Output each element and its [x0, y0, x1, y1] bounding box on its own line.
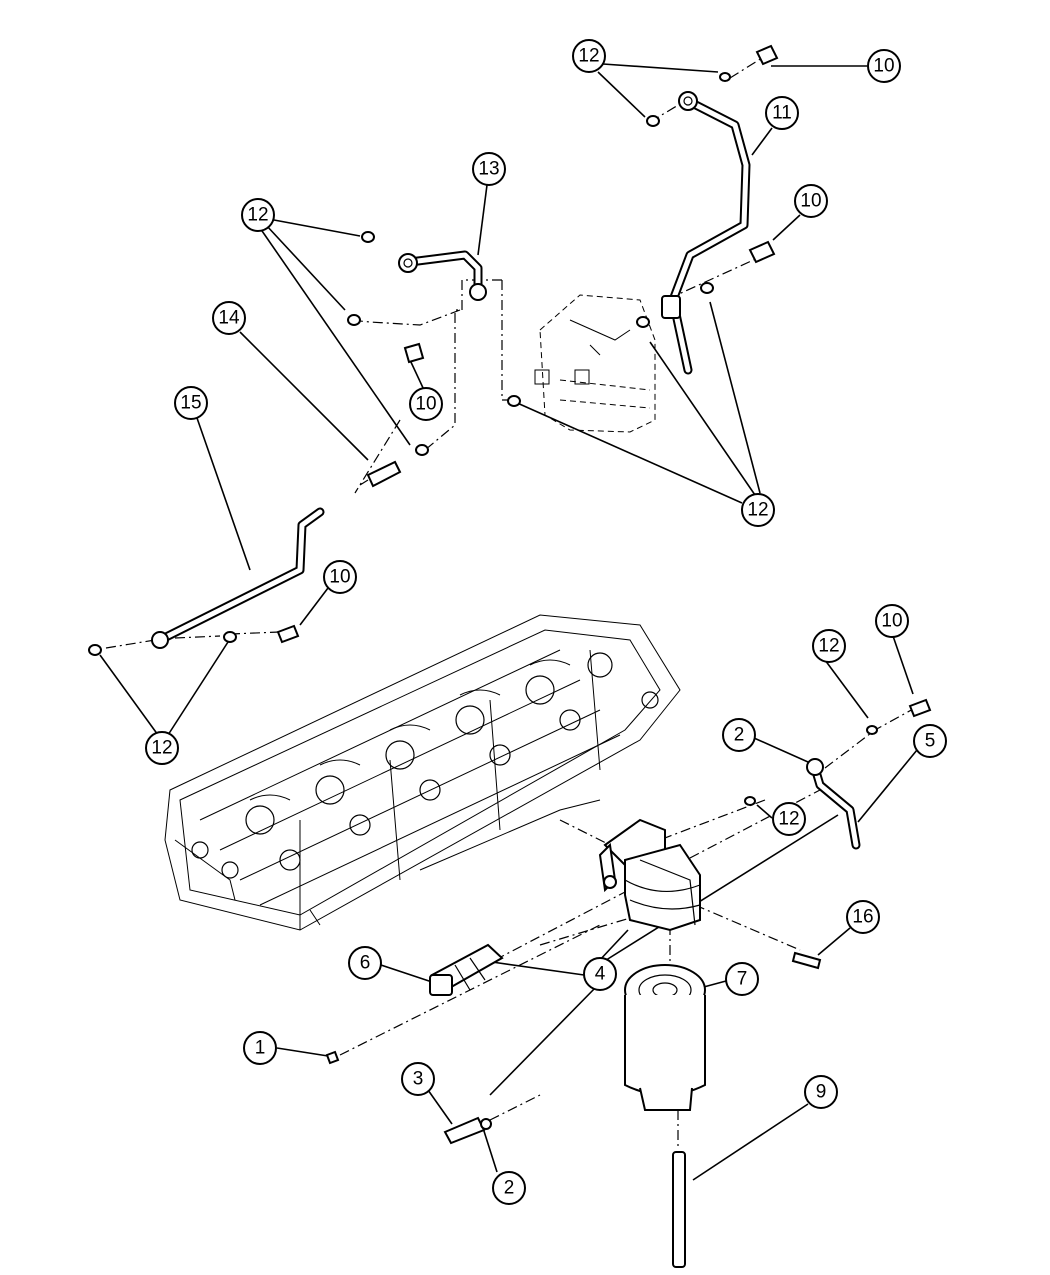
svg-text:3: 3	[413, 1069, 424, 1090]
svg-text:12: 12	[151, 738, 172, 759]
callout-10c: 10	[409, 387, 443, 421]
bolt-16	[791, 951, 822, 970]
engine-cylinder-head	[164, 614, 681, 931]
callout-9: 9	[804, 1075, 838, 1109]
svg-text:12: 12	[778, 809, 799, 830]
svg-text:12: 12	[818, 636, 839, 657]
callout-12f: 12	[772, 802, 806, 836]
banjo-bolts	[276, 44, 932, 718]
svg-text:12: 12	[247, 205, 268, 226]
callout-12c: 12	[741, 493, 775, 527]
sealing-washers	[88, 72, 878, 806]
callout-2b: 2	[492, 1171, 526, 1205]
svg-text:10: 10	[329, 567, 350, 588]
fuel-tube-15	[151, 507, 325, 649]
callout-15: 15	[174, 386, 208, 420]
svg-text:4: 4	[595, 964, 606, 985]
svg-text:6: 6	[360, 953, 371, 974]
svg-text:1: 1	[255, 1038, 266, 1059]
svg-text:10: 10	[873, 56, 894, 77]
svg-text:2: 2	[734, 725, 745, 746]
svg-text:12: 12	[578, 46, 599, 67]
svg-text:9: 9	[816, 1082, 827, 1103]
svg-text:16: 16	[852, 907, 873, 928]
svg-text:5: 5	[925, 731, 936, 752]
svg-text:10: 10	[800, 191, 821, 212]
fuel-filter-housing-ghost	[534, 294, 656, 433]
callout-11: 11	[765, 96, 799, 130]
callout-10a: 10	[867, 49, 901, 83]
callout-10e: 10	[875, 604, 909, 638]
callout-12a: 12	[572, 39, 606, 73]
fuel-tube-13	[398, 250, 487, 301]
plug-1	[325, 1050, 340, 1065]
drain-tube-9	[672, 1151, 686, 1268]
svg-text:2: 2	[504, 1178, 515, 1199]
svg-text:10: 10	[881, 611, 902, 632]
callout-5: 5	[913, 724, 947, 758]
callout-10d: 10	[323, 560, 357, 594]
callout-12d: 12	[812, 629, 846, 663]
svg-text:15: 15	[180, 393, 201, 414]
drain-valve-3	[443, 1116, 492, 1145]
fuel-tube-5	[806, 758, 861, 850]
callout-3: 3	[401, 1062, 435, 1096]
callout-2a: 2	[722, 718, 756, 752]
svg-text:10: 10	[415, 394, 436, 415]
svg-text:12: 12	[747, 500, 768, 521]
svg-text:11: 11	[772, 103, 792, 124]
callout-7: 7	[725, 962, 759, 996]
callout-10b: 10	[794, 184, 828, 218]
sensor-14	[359, 460, 402, 488]
callout-6: 6	[348, 946, 382, 980]
svg-text:7: 7	[737, 969, 748, 990]
filter-element-7	[624, 964, 706, 1111]
callout-4: 4	[583, 957, 617, 991]
fuel-filter-housing-4	[598, 818, 701, 932]
fuel-tube-11	[661, 91, 751, 375]
callout-14: 14	[212, 301, 246, 335]
callout-13: 13	[472, 152, 506, 186]
svg-text:14: 14	[218, 308, 240, 329]
callout-12b: 12	[241, 198, 275, 232]
sensor-6	[429, 943, 504, 996]
svg-text:13: 13	[478, 159, 499, 180]
callout-12e: 12	[145, 731, 179, 765]
leader-lines	[99, 63, 918, 1181]
callout-16: 16	[846, 900, 880, 934]
callout-1: 1	[243, 1031, 277, 1065]
